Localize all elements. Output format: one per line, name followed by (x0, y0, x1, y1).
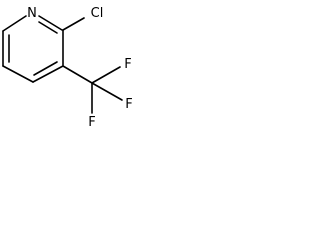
bond-c2-cl (62, 17, 85, 31)
molecule-structure: N Cl F F F (2, 6, 133, 130)
bond-cf3-f2 (91, 82, 123, 101)
ring-double-bond-c3-c4 (33, 61, 58, 76)
atom-label-fluorine-upper: F (124, 57, 131, 72)
ring-bond-n-c2 (38, 15, 63, 31)
atom-label-fluorine-bottom: F (88, 115, 95, 130)
bond-c3-cf3 (62, 65, 93, 84)
atom-label-nitrogen: N (27, 6, 37, 21)
bond-cf3-f1 (91, 66, 121, 84)
atom-label-chlorine: Cl (91, 6, 104, 21)
ring-double-bond-n-c2 (38, 21, 58, 34)
atom-label-fluorine-lower-right: F (125, 97, 132, 112)
ring-bond-c6-n (2, 15, 27, 32)
ring-bond-c4-c5 (2, 65, 34, 83)
ring-bond-c3-c4 (32, 65, 64, 83)
